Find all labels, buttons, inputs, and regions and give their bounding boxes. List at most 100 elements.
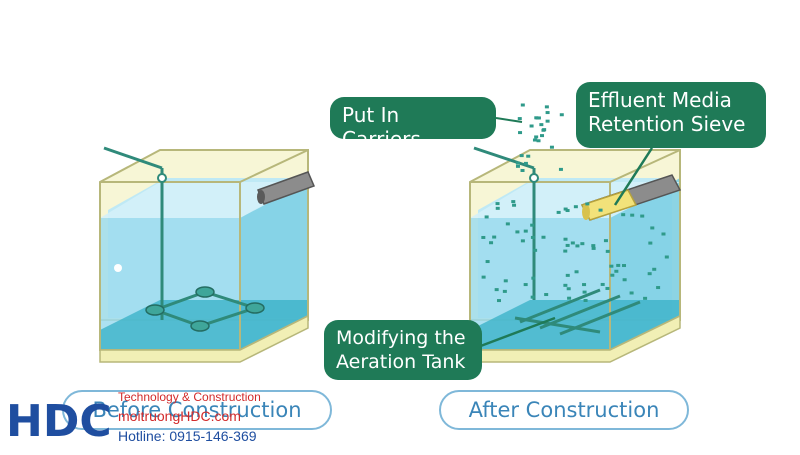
carrier-dot — [566, 287, 571, 291]
carrier-dot — [496, 299, 501, 303]
carrier-dot — [603, 239, 608, 243]
callout-sieve-line2: Retention Sieve — [588, 112, 746, 136]
callout-sieve-line1: Effluent Media — [588, 88, 732, 112]
carrier-dot — [622, 278, 627, 282]
carrier-dot — [630, 213, 635, 217]
carrier-dot — [565, 243, 570, 247]
callout-carriers-text: Put In Carriers — [342, 103, 421, 151]
carrier-dot — [575, 244, 580, 248]
carrier-dot — [640, 214, 645, 218]
tank-before — [99, 146, 316, 363]
carrier-dot — [529, 124, 534, 128]
carrier-dot — [549, 145, 554, 149]
carrier-dot — [511, 200, 516, 204]
carrier-dot — [582, 283, 587, 287]
carrier-dot — [505, 222, 510, 226]
carrier-dot — [643, 296, 648, 300]
aeration-leader — [469, 316, 556, 352]
carrier-dot — [531, 276, 536, 280]
carrier-dot — [565, 273, 570, 277]
carrier-dot — [583, 298, 588, 302]
label-after-construction: After Construction — [439, 390, 689, 430]
carrier-dot — [621, 213, 626, 217]
carrier-dot — [520, 103, 525, 107]
carrier-dot — [495, 206, 500, 210]
callout-effluent-sieve: Effluent Media Retention Sieve — [576, 82, 766, 148]
carrier-dot — [484, 215, 489, 219]
carrier-dot — [534, 135, 539, 139]
carrier-dot — [652, 267, 657, 271]
callout-aeration-line2: Aeration Tank — [336, 351, 466, 373]
carrier-dot — [544, 105, 549, 109]
company-website[interactable]: moitruongHDC.com — [118, 408, 241, 424]
tank-after — [469, 103, 682, 363]
carrier-dot — [600, 282, 605, 286]
carrier-dot — [489, 241, 494, 245]
carrier-dot — [610, 273, 615, 277]
carrier-dot — [541, 235, 546, 239]
carrier-dot — [580, 242, 585, 246]
carrier-dot — [494, 288, 499, 292]
carrier-dot — [558, 167, 563, 171]
carrier-dot — [582, 290, 587, 294]
carrier-dot — [523, 229, 528, 233]
carrier-dot — [520, 168, 525, 172]
carrier-dot — [605, 249, 610, 253]
carrier-dot — [485, 260, 490, 264]
carrier-dot — [650, 226, 655, 230]
carrier-dot — [614, 269, 619, 273]
carrier-dot — [519, 154, 524, 158]
carrier-dot — [574, 270, 579, 274]
carrier-dot — [605, 286, 610, 290]
carrier-dot — [502, 289, 507, 293]
carrier-dot — [532, 138, 537, 142]
carrier-dot — [520, 239, 525, 243]
hdc-logo-text: HDC — [6, 396, 110, 442]
carrier-dot — [481, 235, 486, 239]
carrier-dot — [542, 128, 547, 132]
carrier-dot — [530, 223, 535, 227]
carrier-dot — [563, 237, 568, 241]
label-before-construction: Before Construction — [62, 390, 332, 430]
carrier-dot — [492, 235, 497, 239]
sieve-leader — [613, 147, 654, 206]
carrier-dot — [656, 286, 661, 290]
carrier-dot — [545, 119, 550, 123]
carrier-dot — [517, 117, 522, 121]
carrier-dot — [647, 272, 652, 276]
carrier-dot — [664, 255, 669, 259]
carrier-dot — [622, 264, 627, 268]
carrier-dot — [512, 203, 517, 207]
carrier-dot — [661, 232, 666, 236]
carrier-dot — [523, 283, 528, 287]
carrier-dot — [591, 246, 596, 250]
carrier-dot — [609, 264, 614, 268]
carrier-dot — [545, 111, 550, 115]
carrier-dot — [503, 279, 508, 283]
carrier-dot — [585, 202, 590, 206]
carrier-dot — [559, 113, 564, 117]
carrier-media-dots — [481, 103, 669, 303]
carrier-dot — [598, 208, 603, 212]
carrier-dot — [544, 293, 549, 297]
carrier-dot — [563, 207, 568, 211]
carrier-dot — [573, 205, 578, 209]
carrier-dot — [536, 139, 541, 143]
carrier-dot — [556, 210, 561, 214]
carriers-leader — [495, 117, 523, 123]
after-label-text: After Construction — [468, 398, 660, 422]
carrier-dot — [563, 283, 568, 287]
carrier-dot — [515, 161, 520, 165]
carrier-dot — [515, 164, 520, 168]
carrier-dot — [591, 244, 596, 248]
carrier-dot — [495, 202, 500, 206]
carrier-dot — [523, 161, 528, 165]
carrier-dot — [533, 248, 538, 252]
carrier-dot — [539, 123, 544, 127]
carrier-dot — [535, 116, 540, 120]
before-label-text: Before Construction — [92, 398, 302, 422]
callout-put-in-carriers: Put In Carriers — [330, 97, 496, 151]
callout-aeration-tank: Modifying the Aeration Tank — [324, 320, 482, 380]
